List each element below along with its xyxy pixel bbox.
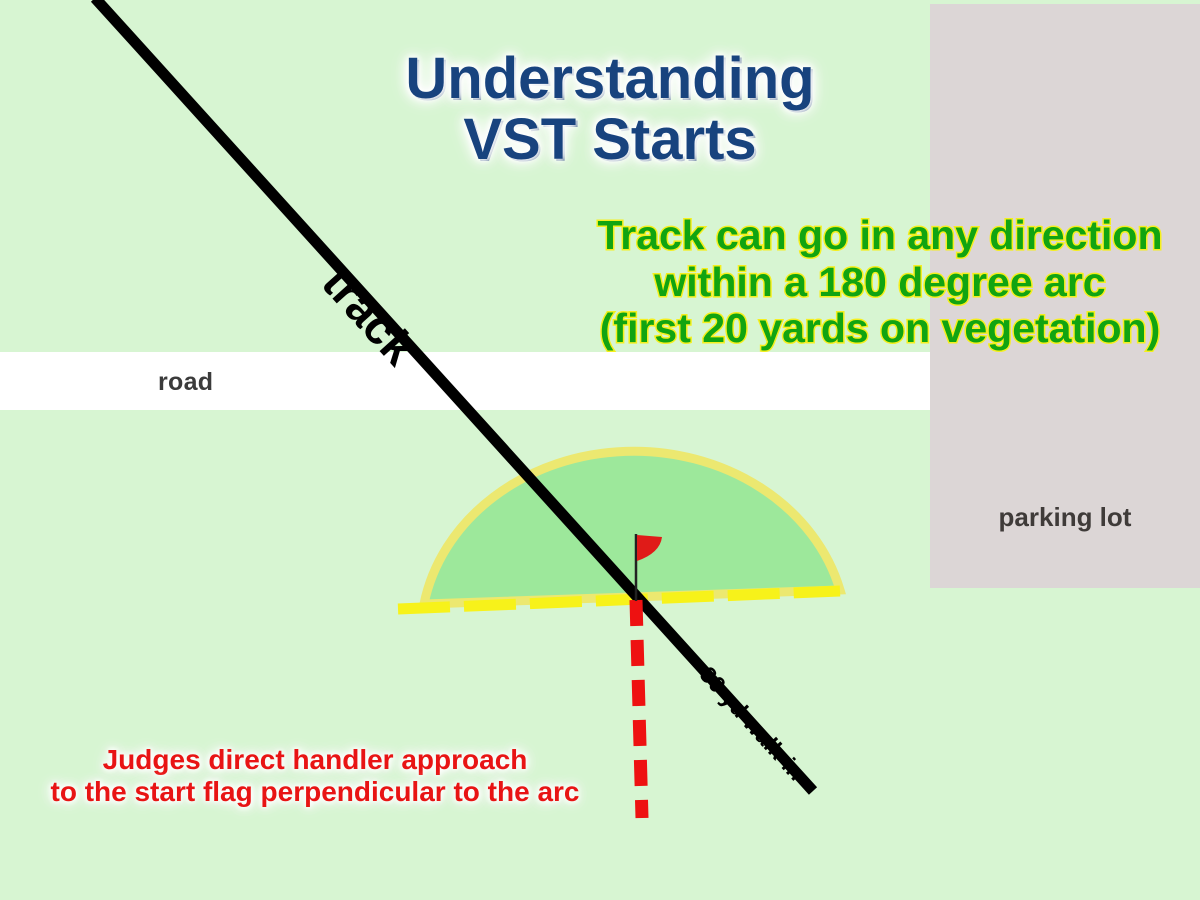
start-flag-icon [634,534,662,601]
handler-approach-dashed-line [629,599,649,819]
arc-direction-note: Track can go in any direction within a 1… [596,210,1164,352]
parking-lot-label: parking lot [998,502,1132,532]
road-label: road [158,368,214,396]
page-title: Understanding VST Starts [405,46,815,173]
start-arc-semicircle [418,446,846,609]
parking-lot-area [930,4,1200,588]
track-line [90,0,818,795]
judges-approach-note: Judges direct handler approach to the st… [50,744,580,807]
arc-baseline-dashed [397,585,841,615]
